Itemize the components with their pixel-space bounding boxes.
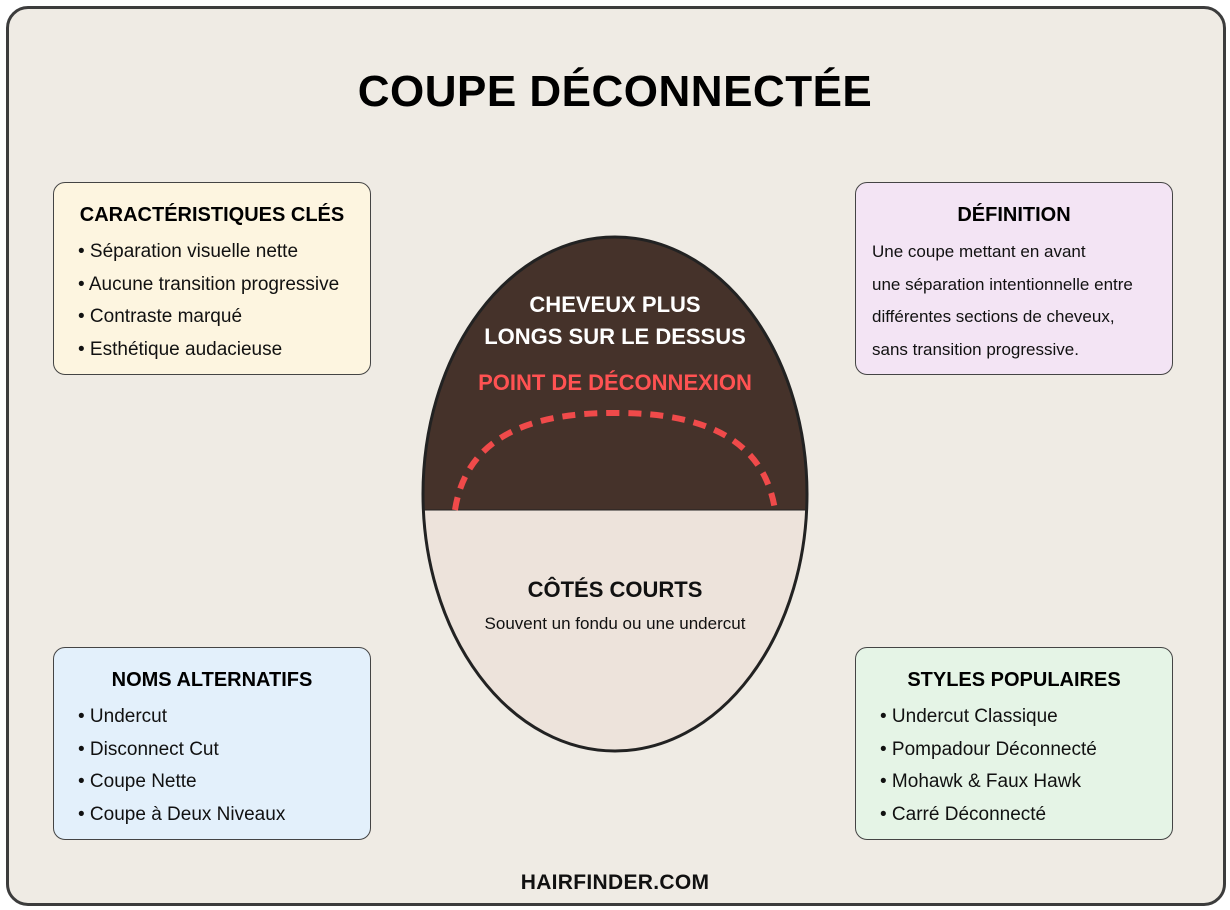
definition-line: Une coupe mettant en avant bbox=[872, 242, 1086, 261]
key-features-card: CARACTÉRISTIQUES CLÉS • Séparation visue… bbox=[53, 182, 371, 375]
short-sides-label: CÔTÉS COURTS bbox=[527, 577, 703, 602]
page-title: COUPE DÉCONNECTÉE bbox=[357, 67, 873, 116]
footer-site-name: HAIRFINDER.COM bbox=[520, 871, 710, 894]
list-item: • Coupe à Deux Niveaux bbox=[78, 803, 286, 825]
definition-line: une séparation intentionnelle entre bbox=[872, 274, 1133, 294]
definition-line: sans transition progressive. bbox=[872, 339, 1079, 359]
short-sides-subtitle: Souvent un fondu ou une undercut bbox=[484, 614, 746, 633]
list-item: • Mohawk & Faux Hawk bbox=[880, 771, 1081, 792]
popular-styles-list: • Undercut Classique • Pompadour Déconne… bbox=[880, 701, 1172, 831]
top-hair-label: CHEVEUX PLUS LONGS SUR LE DESSUS bbox=[415, 289, 815, 353]
list-item: • Disconnect Cut bbox=[78, 738, 219, 760]
definition-heading: DÉFINITION bbox=[957, 204, 1071, 226]
list-item: • Aucune transition progressive bbox=[78, 273, 340, 295]
alternative-names-heading: NOMS ALTERNATIFS bbox=[111, 669, 313, 691]
list-item: • Undercut Classique bbox=[880, 706, 1058, 727]
disconnect-point-label: POINT DE DÉCONNEXION bbox=[478, 370, 752, 395]
list-item: • Undercut bbox=[78, 706, 168, 727]
key-features-list: • Séparation visuelle nette • Aucune tra… bbox=[78, 236, 370, 366]
list-item: • Carré Déconnecté bbox=[880, 803, 1047, 825]
top-hair-label-line2: LONGS SUR LE DESSUS bbox=[484, 324, 746, 349]
popular-styles-heading: STYLES POPULAIRES bbox=[907, 669, 1121, 691]
alternative-names-card: NOMS ALTERNATIFS • Undercut • Disconnect… bbox=[53, 647, 371, 840]
alternative-names-list: • Undercut • Disconnect Cut • Coupe Nett… bbox=[78, 701, 370, 831]
list-item: • Séparation visuelle nette bbox=[78, 241, 299, 262]
list-item: • Esthétique audacieuse bbox=[78, 338, 283, 360]
definition-line: différentes sections de cheveux, bbox=[872, 307, 1115, 326]
list-item: • Coupe Nette bbox=[78, 771, 197, 792]
definition-card: DÉFINITION Une coupe mettant en avant un… bbox=[855, 182, 1173, 375]
list-item: • Pompadour Déconnecté bbox=[880, 738, 1097, 760]
list-item: • Contraste marqué bbox=[78, 306, 243, 327]
top-hair-label-line1: CHEVEUX PLUS bbox=[529, 292, 701, 317]
popular-styles-card: STYLES POPULAIRES • Undercut Classique •… bbox=[855, 647, 1173, 840]
key-features-heading: CARACTÉRISTIQUES CLÉS bbox=[79, 204, 345, 226]
